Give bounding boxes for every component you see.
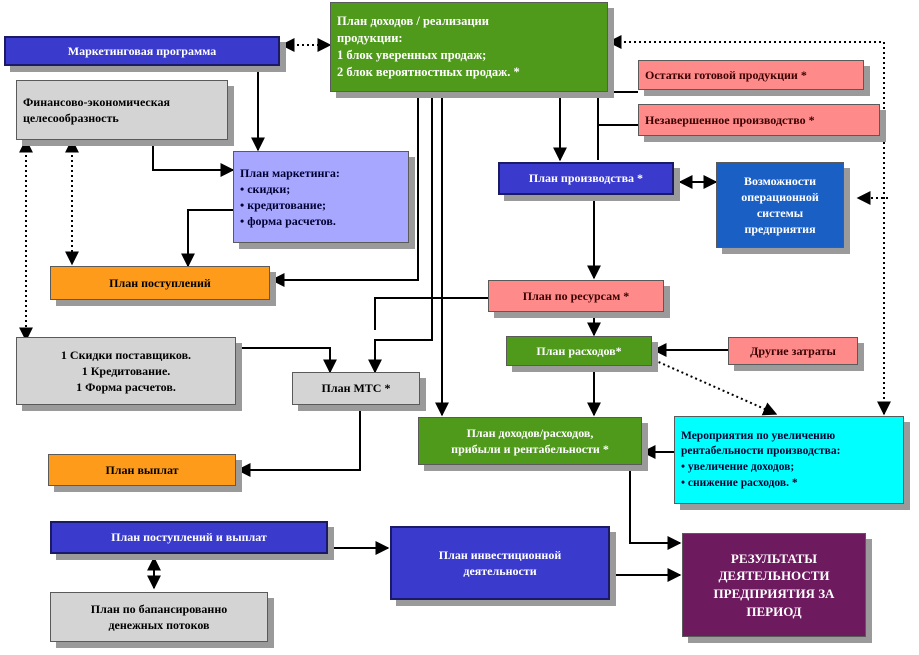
node-text-line: План инвестиционной bbox=[438, 547, 562, 562]
node-text-line: • кредитование; bbox=[240, 198, 327, 212]
node-marketing-plan: План маркетинга:• скидки; • кредитование;… bbox=[233, 151, 409, 243]
node-resources-plan: План по ресурсам * bbox=[488, 280, 664, 312]
node-text-line: Другие затраты bbox=[750, 343, 836, 358]
node-text-line: План по ресурсам * bbox=[522, 288, 630, 303]
node-text-line: • увеличение доходов; bbox=[681, 461, 795, 473]
node-text-line: системы bbox=[756, 206, 804, 220]
node-production-plan: План производства * bbox=[498, 162, 674, 195]
node-text-line: денежных потоков bbox=[108, 618, 210, 632]
edge-dotted-income-measures bbox=[607, 35, 891, 416]
edge-finfeas-to-marketingplan bbox=[152, 140, 235, 177]
node-financial-feasibility: Финансово-экономическая целесообразность bbox=[16, 80, 228, 140]
node-receipts-payments-plan: План поступлений и выплат bbox=[50, 521, 328, 554]
edge-dotted-expense-measures bbox=[653, 359, 778, 416]
node-text-line: 1 Кредитование. bbox=[81, 363, 171, 378]
node-other-costs: Другие затраты bbox=[728, 337, 858, 365]
node-text-line: 1 Форма расчетов. bbox=[76, 380, 176, 395]
node-receipts-plan: План поступлений bbox=[50, 266, 270, 300]
node-text-line: ПРЕДПРИЯТИЯ ЗА bbox=[713, 586, 835, 601]
node-text-line: целесообразность bbox=[23, 111, 119, 125]
node-supplier-discounts: 1 Скидки поставщиков.1 Кредитование. 1 Фо… bbox=[16, 337, 236, 405]
node-payments-plan: План выплат bbox=[48, 454, 236, 486]
node-text-line: План по бапансированно bbox=[90, 601, 228, 616]
node-text-line: деятельности bbox=[463, 564, 537, 578]
node-text-line: рентабельности производства: bbox=[681, 445, 841, 458]
node-text-line: предприятия bbox=[744, 222, 816, 237]
node-expense-plan: План расходов* bbox=[506, 336, 652, 366]
edge-mts-to-payments bbox=[236, 407, 361, 477]
edge-resources-to-mts bbox=[374, 297, 488, 330]
node-marketing-program: Маркетинговая программа bbox=[4, 36, 280, 66]
node-text-line: ДЕЯТЕЛЬНОСТИ bbox=[718, 568, 830, 584]
node-results: РЕЗУЛЬТАТЫ ДЕЯТЕЛЬНОСТИ ПРЕДПРИЯТИЯ ЗА ПЕРИ… bbox=[682, 533, 866, 637]
node-text-line: План доходов/расходов, bbox=[466, 425, 594, 440]
node-income-plan: План доходов / реализации продукции: 1 бло… bbox=[330, 2, 608, 92]
node-text-line: Мероприятия по увеличению bbox=[681, 429, 836, 442]
node-text-line: Возможности bbox=[743, 173, 817, 188]
node-text-line: План доходов / реализации bbox=[337, 14, 489, 29]
edge-discounts-to-mts bbox=[238, 347, 337, 374]
node-balanced-cashflow: План по бапансированно денежных потоков bbox=[50, 592, 268, 642]
node-text-line: РЕЗУЛЬТАТЫ bbox=[730, 550, 818, 566]
node-text-line: • снижение расходов. * bbox=[681, 476, 798, 489]
node-measures: Мероприятия по увеличению рентабельности … bbox=[674, 416, 904, 504]
node-text-line: Незавершенное производство * bbox=[645, 112, 815, 127]
node-text-line: План поступлений bbox=[109, 275, 211, 290]
node-investment-plan: План инвестиционной деятельности bbox=[390, 526, 610, 600]
node-text-line: Остатки готовой продукции * bbox=[645, 67, 807, 82]
node-text-line: 1 Скидки поставщиков. bbox=[60, 347, 192, 362]
edge-income-to-receipts bbox=[270, 93, 419, 287]
node-mts-plan: План МТС * bbox=[292, 372, 420, 405]
node-text-line: План производства * bbox=[528, 171, 644, 186]
node-text-line: • форма расчетов. bbox=[240, 214, 336, 229]
edge-income-to-mts bbox=[368, 93, 433, 374]
node-text-line: 2 блок вероятностных продаж. * bbox=[337, 64, 520, 79]
node-text-line: Финансово-экономическая bbox=[23, 94, 170, 109]
node-text-line: прибыли и рентабельности * bbox=[451, 442, 609, 456]
edge-incexp-to-results bbox=[629, 466, 682, 550]
node-text-line: операционной bbox=[741, 189, 819, 204]
node-income-expense-plan: План доходов/расходов, прибыли и рентабел… bbox=[418, 417, 642, 465]
node-finished-goods: Остатки готовой продукции * bbox=[638, 60, 864, 90]
node-text-line: продукции: bbox=[337, 31, 403, 46]
node-text-line: План маркетинга: bbox=[240, 165, 340, 180]
node-text-line: План МТС * bbox=[321, 381, 391, 396]
node-text-line: ПЕРИОД bbox=[746, 603, 802, 619]
node-text-line: Маркетинговая программа bbox=[67, 43, 217, 58]
node-text-line: План поступлений и выплат bbox=[111, 530, 267, 545]
node-wip: Незавершенное производство * bbox=[638, 104, 880, 136]
node-text-line: План расходов* bbox=[536, 343, 622, 358]
node-text-line: 1 блок уверенных продаж; bbox=[337, 48, 487, 62]
node-text-line: • скидки; bbox=[240, 181, 291, 196]
node-text-line: План выплат bbox=[105, 462, 179, 477]
